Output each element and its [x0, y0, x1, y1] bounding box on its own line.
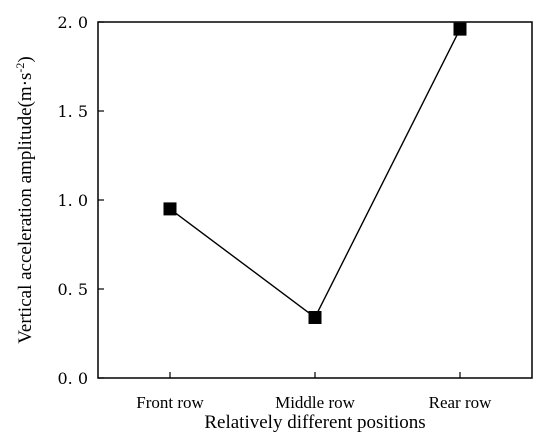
x-tick-label: Front row [136, 393, 204, 412]
x-tick-label: Middle row [275, 393, 356, 412]
data-point-marker [453, 22, 467, 36]
plot-frame [97, 21, 533, 379]
series-line [169, 28, 461, 319]
y-tick-label: 0. 5 [57, 280, 88, 299]
y-axis-title-main: Vertical acceleration amplitude(m·s [15, 73, 36, 344]
x-axis-title: Relatively different positions [204, 412, 425, 433]
data-point-marker [163, 202, 177, 216]
x-tick-label: Rear row [429, 393, 493, 412]
y-tick-label: 1. 0 [57, 191, 88, 210]
y-axis-ticks: 0. 0 0. 5 1. 0 1. 5 2. 0 [57, 13, 104, 388]
y-tick-label: 1. 5 [57, 102, 88, 121]
y-axis-title: Vertical acceleration amplitude(m·s-2) [13, 56, 36, 343]
y-tick-label: 0. 0 [57, 369, 88, 388]
series-layer [163, 22, 467, 324]
y-axis-title-suffix: ) [15, 56, 36, 62]
x-axis-ticks: Front row Middle row Rear row [136, 372, 492, 412]
y-tick-label: 2. 0 [57, 13, 88, 32]
y-axis-title-exponent: -2 [13, 63, 27, 73]
data-point-marker [308, 310, 322, 324]
